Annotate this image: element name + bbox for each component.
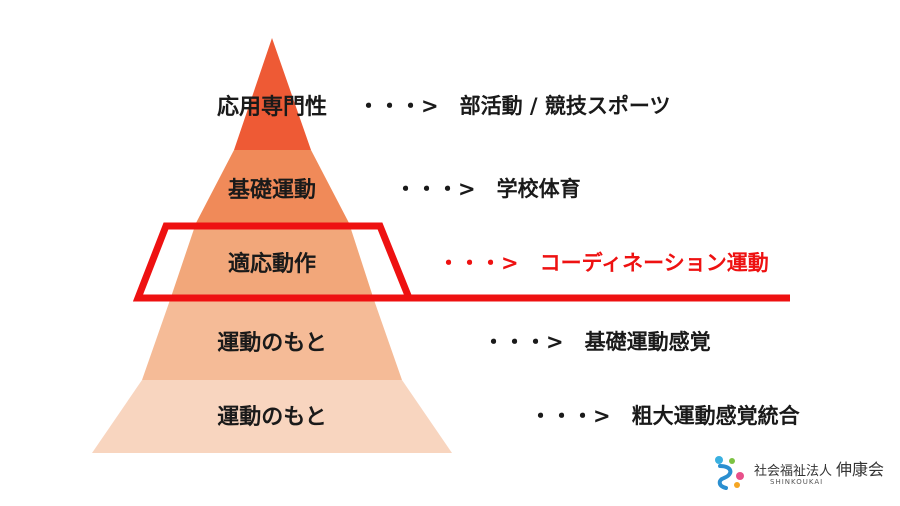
logo-mark-icon bbox=[715, 456, 744, 490]
level-3-label: 適応動作 bbox=[227, 252, 317, 277]
organization-logo: 社会福祉法人伸康会 SHINKOUKAI bbox=[710, 452, 884, 492]
pyramid-level-4 bbox=[142, 300, 402, 380]
level-5-description: ・・・> 粗大運動感覚統合 bbox=[530, 404, 800, 428]
level-2-description: ・・・> 学校体育 bbox=[395, 177, 581, 201]
level-2-label: 基礎運動 bbox=[227, 178, 317, 203]
logo-name: 伸康会 bbox=[836, 460, 885, 479]
logo-text: 社会福祉法人伸康会 bbox=[754, 456, 884, 480]
level-1-description: ・・・> 部活動 / 競技スポーツ bbox=[358, 94, 671, 118]
level-5-label: 運動のもと bbox=[217, 405, 327, 430]
level-4-label: 運動のもと bbox=[217, 331, 327, 356]
level-3-description: ・・・> コーディネーション運動 bbox=[438, 251, 769, 275]
level-1-label: 応用専門性 bbox=[216, 95, 328, 120]
pyramid-level-3 bbox=[170, 223, 374, 300]
logo-romaji: SHINKOUKAI bbox=[770, 478, 824, 486]
pyramid-level-2 bbox=[196, 150, 349, 223]
level-4-description: ・・・> 基礎運動感覚 bbox=[483, 330, 711, 354]
pyramid-level-5 bbox=[92, 380, 452, 453]
pyramid-level-1 bbox=[234, 38, 311, 150]
logo-org-type: 社会福祉法人 bbox=[754, 464, 833, 479]
